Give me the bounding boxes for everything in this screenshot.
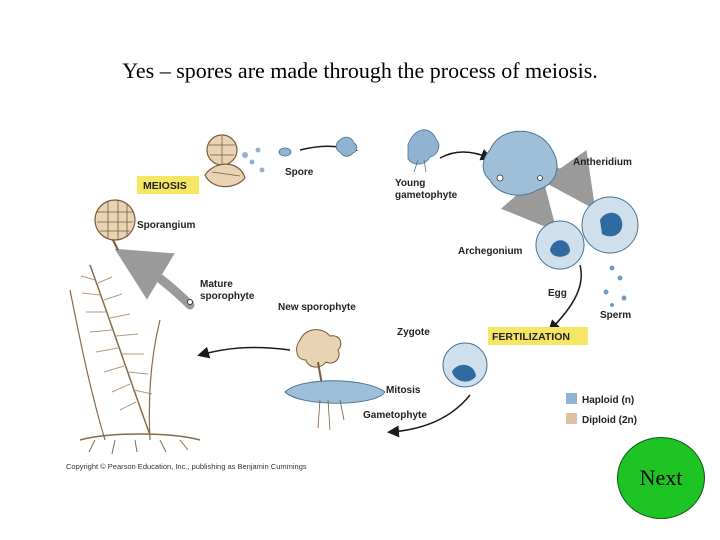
- legend-haploid-swatch: [566, 393, 577, 404]
- label-new-sporophyte: New sporophyte: [278, 302, 356, 313]
- arrow-to-mature-sporophyte: [197, 346, 291, 359]
- meiosis-sporangia-illustration: [204, 134, 265, 188]
- label-zygote: Zygote: [397, 327, 430, 338]
- label-sporangium: Sporangium: [137, 220, 195, 231]
- copyright-text: Copyright © Pearson Education, Inc., pub…: [66, 462, 307, 471]
- label-sperm: Sperm: [600, 310, 631, 321]
- arrow-young-to-mature: [439, 149, 493, 161]
- label-young-gametophyte-line2: gametophyte: [395, 190, 458, 201]
- arrow-zygote-to-mitosis: [387, 394, 471, 438]
- mature-gametophyte-illustration: [482, 130, 558, 196]
- sperm-illustration: [603, 265, 627, 307]
- sporangium-illustration: [94, 199, 136, 251]
- legend-haploid-label: Haploid (n): [582, 395, 634, 406]
- spore-illustration: [278, 136, 358, 157]
- legend-diploid-label: Diploid (2n): [582, 415, 637, 426]
- label-mature-sporophyte-line1: Mature: [200, 279, 233, 290]
- legend-diploid-swatch: [566, 413, 577, 424]
- label-gametophyte: Gametophyte: [363, 410, 427, 421]
- new-sporophyte-illustration: [296, 329, 342, 386]
- label-egg: Egg: [548, 288, 567, 299]
- meiosis-highlight: [137, 176, 199, 194]
- label-antheridium: Antheridium: [573, 157, 632, 168]
- grey-arrow-to-sporangium: [114, 248, 195, 310]
- arrow-to-fertilization: [547, 264, 582, 333]
- zygote-illustration: [442, 342, 488, 388]
- young-gametophyte-illustration: [407, 129, 440, 173]
- fertilization-highlight: [488, 327, 588, 345]
- label-young-gametophyte-line1: Young: [395, 178, 425, 189]
- label-archegonium: Archegonium: [458, 246, 523, 257]
- gametophyte-illustration: [284, 380, 386, 431]
- legend: Haploid (n) Diploid (2n): [566, 393, 637, 426]
- label-spore: Spore: [285, 167, 314, 178]
- mature-sporophyte-fern-illustration: [69, 264, 201, 455]
- label-fertilization: FERTILIZATION: [492, 331, 570, 343]
- next-button[interactable]: Next: [617, 437, 705, 519]
- antheridium-illustration: [581, 196, 639, 254]
- mature-sporophyte-pointer: [187, 299, 193, 305]
- label-mature-sporophyte-line2: sporophyte: [200, 291, 255, 302]
- label-meiosis: MEIOSIS: [143, 180, 187, 192]
- archegonium-illustration: [535, 220, 585, 270]
- cycle-arrows: [197, 141, 582, 438]
- label-mitosis: Mitosis: [386, 385, 421, 396]
- slide-title: Yes – spores are made through the proces…: [122, 58, 598, 83]
